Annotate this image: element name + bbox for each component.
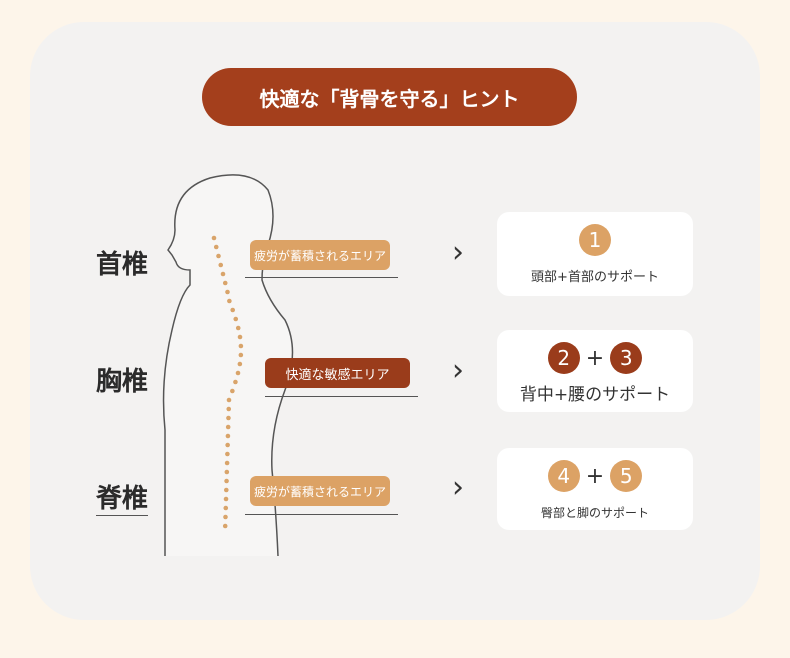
spine-dot: [238, 352, 244, 358]
spine-dot: [235, 325, 241, 331]
support-text: 頭部+首部のサポート: [531, 270, 659, 285]
spine-dot: [225, 433, 231, 439]
chevron-right-icon: ›: [452, 470, 464, 505]
spine-dot: [235, 370, 241, 376]
spine-dot: [223, 514, 228, 520]
tag-neck: 疲労が蓄積されるエリア: [250, 240, 390, 270]
spine-dot: [226, 397, 232, 403]
support-card-2: 2+3 背中+腰のサポート: [497, 330, 693, 412]
spine-dot: [230, 388, 235, 394]
spine-dot: [225, 424, 231, 430]
divider: [265, 396, 418, 397]
tag-spine: 疲労が蓄積されるエリア: [250, 476, 390, 506]
spine-dot: [218, 262, 224, 268]
spine-dot: [211, 235, 217, 241]
label-neck: 首椎: [96, 250, 149, 280]
support-text: 背中+腰のサポート: [519, 385, 671, 405]
chevron-right-icon: ›: [452, 235, 464, 270]
spine-dot: [233, 379, 238, 385]
support-card-1: 1 頭部+首部のサポート: [497, 212, 693, 296]
spine-dot: [224, 469, 230, 475]
spine-dot: [226, 415, 231, 421]
support-card-3: 4+5 臀部と脚のサポート: [497, 448, 693, 530]
spine-dot: [225, 442, 230, 448]
tag-thoracic: 快適な敏感エリア: [265, 358, 410, 388]
plus-sign: +: [585, 345, 605, 371]
spine-dot: [224, 487, 229, 493]
label-thoracic: 胸椎: [96, 367, 149, 397]
number-badge: 2: [547, 342, 580, 374]
spine-dot: [227, 298, 232, 304]
spine-dot: [238, 343, 244, 349]
divider: [245, 514, 398, 515]
spine-dot: [230, 307, 236, 313]
spine-dot: [222, 523, 228, 529]
number-badge: 4: [547, 460, 580, 492]
number-badge: 1: [579, 224, 611, 256]
spine-dot: [223, 505, 229, 511]
spine-dot: [224, 478, 229, 484]
divider: [245, 277, 398, 278]
spine-dot: [223, 496, 229, 502]
spine-dot: [220, 271, 226, 277]
spine-dot: [213, 244, 219, 250]
chevron-right-icon: ›: [452, 353, 464, 388]
spine-dot: [225, 451, 230, 457]
number-badge: 3: [610, 342, 643, 374]
spine-dot: [226, 406, 232, 412]
label-spine: 脊椎: [96, 478, 149, 516]
spine-dot: [216, 253, 221, 259]
spine-dot: [224, 460, 230, 466]
support-text: 臀部と脚のサポート: [540, 506, 649, 520]
plus-sign: +: [585, 463, 605, 489]
spine-dot: [237, 334, 243, 340]
spine-dot: [222, 280, 228, 286]
title-banner: 快適な「背骨を守る」ヒント: [202, 68, 577, 126]
spine-dot: [237, 361, 243, 367]
spine-dot: [233, 316, 239, 322]
spine-dot: [225, 289, 230, 295]
number-badge: 5: [610, 460, 643, 492]
